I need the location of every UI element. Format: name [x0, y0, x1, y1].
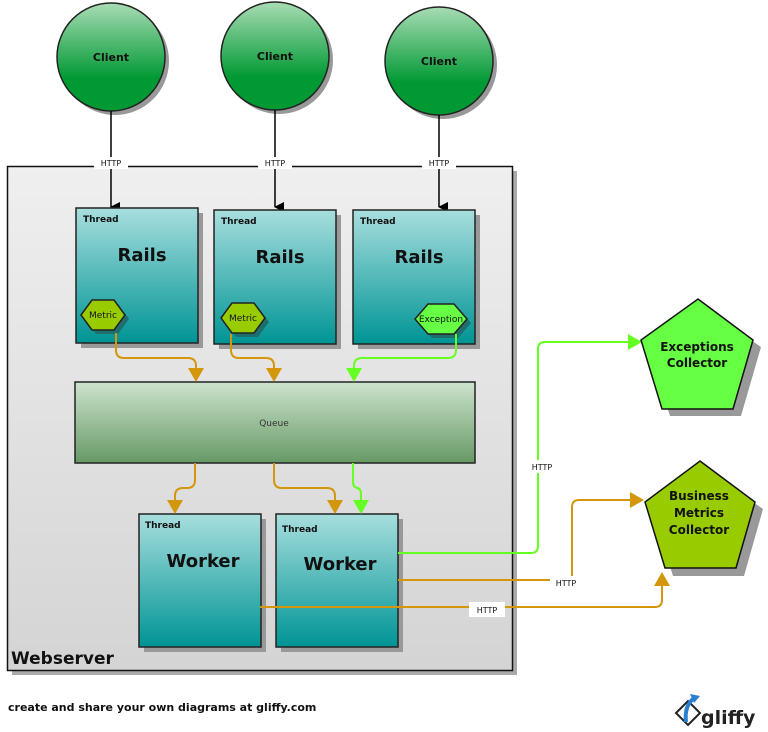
metric-badge: Metric [80, 299, 129, 334]
thread-title: Worker [166, 551, 239, 572]
client-http-connector: HTTP [94, 111, 128, 212]
gliffy-logo[interactable]: gliffy [674, 694, 756, 729]
http-label: HTTP [429, 159, 450, 168]
webserver-label: Webserver [11, 649, 114, 669]
edge-metric-to-queue [230, 334, 282, 382]
arrowhead-icon [266, 368, 282, 382]
svg-text:HTTP: HTTP [556, 579, 577, 588]
arrowhead-icon [654, 572, 670, 586]
svg-text:Metric: Metric [229, 314, 257, 324]
thread-tag: Thread [145, 521, 181, 531]
thread-tag: Thread [221, 217, 257, 227]
edge-label-metrics-http-1: HTTP [550, 576, 582, 589]
business-collector-line-2: Metrics [674, 506, 724, 520]
arrowhead-icon [628, 334, 642, 350]
thread-title: Rails [117, 245, 166, 266]
thread-title: Rails [394, 247, 443, 268]
metric-badge: Metric [220, 302, 269, 337]
edge-queue-to-worker-exception [352, 463, 369, 514]
client-node[interactable]: Client [56, 2, 169, 115]
http-label: HTTP [265, 159, 286, 168]
exceptions-collector-line-1: Exceptions [660, 340, 734, 354]
client-node[interactable]: Client [220, 1, 333, 114]
edge-label-metrics-http-2: HTTP [469, 602, 505, 617]
http-label: HTTP [101, 159, 122, 168]
edge-queue-to-worker [167, 463, 196, 514]
client-http-connector: HTTP [258, 110, 292, 212]
exceptions-collector-line-2: Collector [667, 356, 728, 370]
gliffy-wordmark: gliffy [701, 707, 756, 729]
arrowhead-icon [353, 500, 369, 514]
queue-label: Queue [259, 419, 289, 429]
thread-tag: Thread [282, 525, 318, 535]
thread-tag: Thread [83, 215, 119, 225]
business-collector-line-3: Collector [669, 523, 730, 537]
client-label: Client [257, 50, 293, 63]
edge-worker-to-business-collector [260, 572, 670, 608]
edge-exception-to-queue [346, 334, 457, 382]
exception-badge: Exception [414, 303, 471, 338]
arrowhead-icon [188, 368, 204, 382]
svg-text:HTTP: HTTP [477, 606, 498, 615]
footer-promo-text[interactable]: create and share your own diagrams at gl… [8, 701, 317, 714]
client-label: Client [93, 51, 129, 64]
svg-text:Exception: Exception [419, 315, 463, 325]
client-label: Client [421, 55, 457, 68]
edge-label-exceptions-http: HTTP [526, 460, 558, 473]
svg-text:Metric: Metric [89, 311, 117, 321]
arrowhead-icon [327, 500, 343, 514]
edge-metric-to-queue [115, 333, 204, 382]
thread-tag: Thread [360, 217, 396, 227]
client-node[interactable]: Client [384, 6, 497, 119]
business-metrics-collector[interactable]: Business Metrics Collector [644, 460, 763, 576]
thread-title: Worker [303, 554, 376, 575]
edge-worker-to-exceptions-collector [398, 334, 642, 554]
edge-queue-to-worker [273, 463, 343, 514]
arrowhead-icon [346, 368, 362, 382]
queue-box[interactable]: Queue [74, 381, 476, 464]
svg-text:HTTP: HTTP [532, 463, 553, 472]
edge-worker-to-business-collector [398, 492, 644, 581]
thread-title: Rails [255, 247, 304, 268]
arrowhead-icon [167, 500, 183, 514]
exceptions-collector[interactable]: Exceptions Collector [640, 298, 761, 416]
client-http-connector: HTTP [422, 115, 456, 212]
arrowhead-icon [630, 492, 644, 508]
business-collector-line-1: Business [669, 489, 729, 503]
